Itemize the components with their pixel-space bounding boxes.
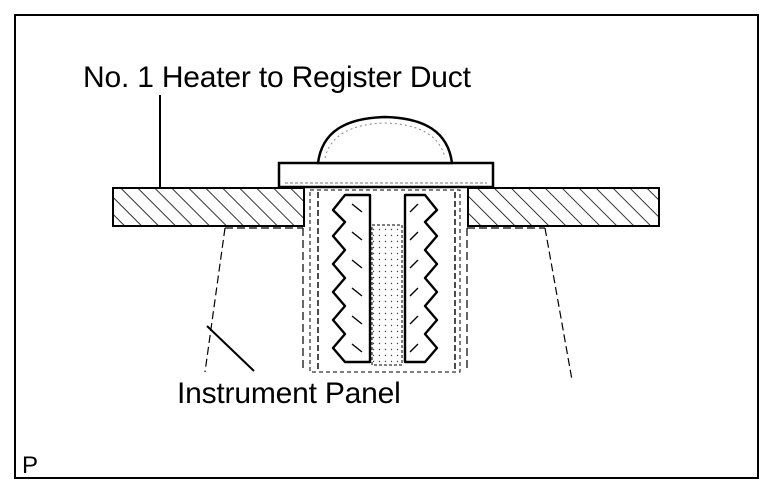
clip-head-flange xyxy=(277,161,495,189)
clip-barb-right xyxy=(403,193,439,364)
figure-code-label: P xyxy=(22,452,39,479)
clip-dome xyxy=(316,115,454,165)
clip-shank xyxy=(309,189,461,373)
duct-panel-left xyxy=(112,187,305,227)
duct-panel-right xyxy=(467,187,660,227)
leader-lines xyxy=(159,95,255,372)
duct-label: No. 1 Heater to Register Duct xyxy=(83,61,471,94)
clip-barb-left xyxy=(331,193,372,364)
instrument-panel-outline xyxy=(204,227,573,381)
instrument-panel-label: Instrument Panel xyxy=(177,377,401,410)
